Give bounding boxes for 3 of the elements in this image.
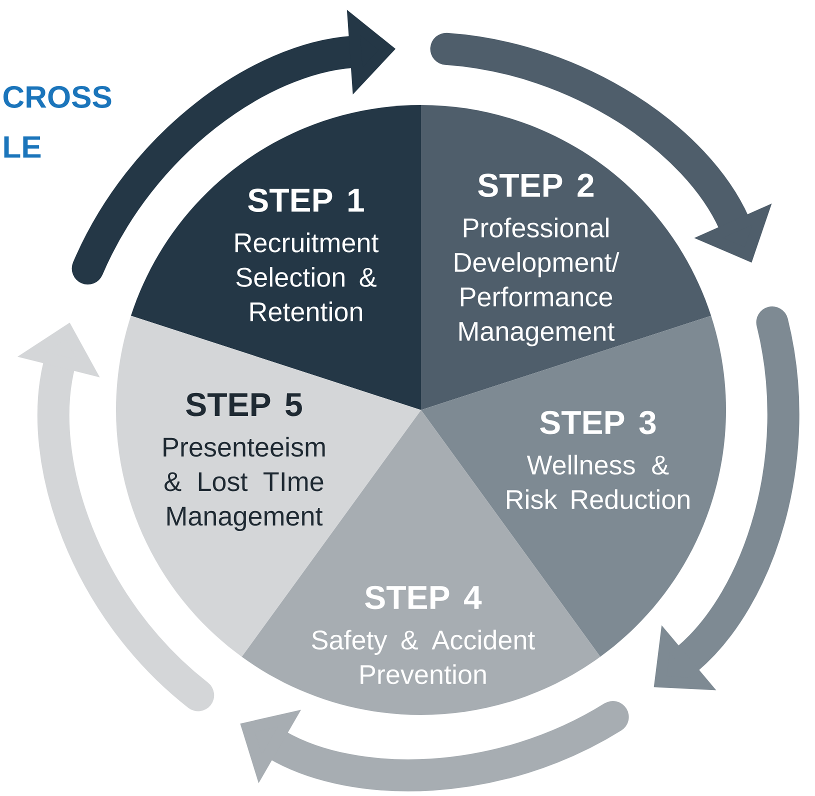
heading-text: CROSS — [3, 86, 112, 108]
heading-text: LE — [4, 136, 41, 158]
pie-slice: STEP 2 Professional Development/ Performance Management — [421, 105, 712, 410]
